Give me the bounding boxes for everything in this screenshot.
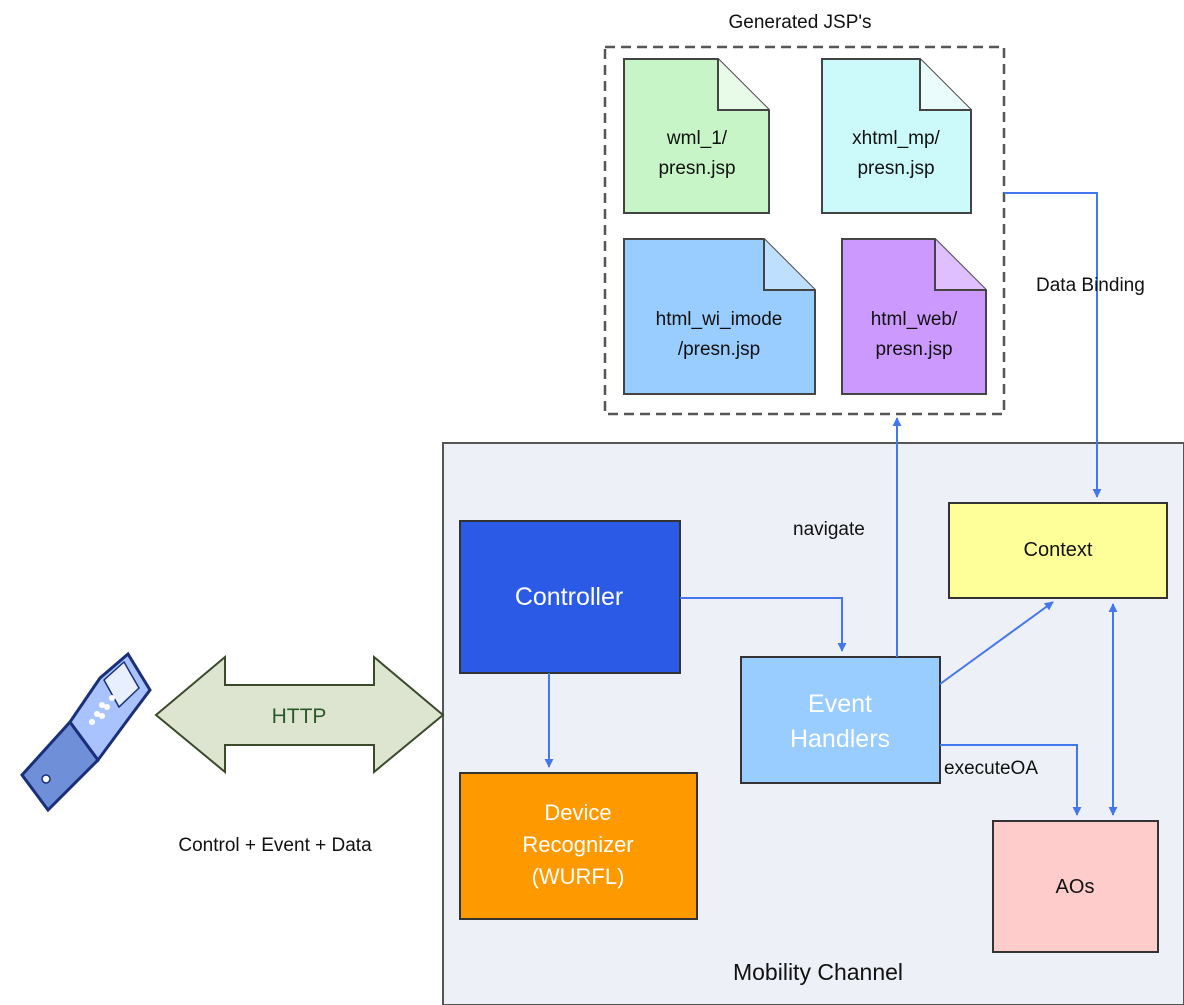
edge-databinding <box>1004 192 1102 498</box>
executeoa-label: executeOA <box>944 758 1038 779</box>
file-web-presn: html_web/ presn.jsp <box>841 238 987 395</box>
edge-controller-to-handlers <box>680 597 847 652</box>
controller-label: Controller <box>515 583 623 611</box>
file-wml-line1: wml_1/ <box>666 128 728 149</box>
file-wml-presn: wml_1/ presn.jsp <box>623 58 770 214</box>
generated-jsps-group <box>603 45 1006 416</box>
file-wml-line2: presn.jsp <box>658 158 735 179</box>
file-imode-presn: html_wi_imode /presn.jsp <box>623 238 816 395</box>
event-handlers-line1: Event <box>808 690 872 718</box>
file-web-line1: html_web/ <box>871 309 958 330</box>
file-xhtml-presn: xhtml_mp/ presn.jsp <box>821 58 972 214</box>
navigate-label: navigate <box>793 519 865 540</box>
mobility-channel-label: Mobility Channel <box>733 959 903 985</box>
edge-handlers-to-context <box>939 601 1054 685</box>
event-handlers-node: Event Handlers <box>740 656 941 784</box>
data-binding-label: Data Binding <box>1036 275 1145 296</box>
device-recognizer-line3: (WURFL) <box>532 864 625 889</box>
controller-node: Controller <box>459 520 681 674</box>
context-label: Context <box>1024 539 1093 561</box>
http-arrow: HTTP <box>154 654 445 775</box>
generated-jsps-title: Generated JSP's <box>728 12 871 33</box>
file-xhtml-line1: xhtml_mp/ <box>852 128 940 149</box>
device-recognizer-node: Device Recognizer (WURFL) <box>459 772 698 920</box>
file-xhtml-line2: presn.jsp <box>857 158 934 179</box>
mobile-phone-icon <box>20 651 152 813</box>
aos-label: AOs <box>1056 876 1095 898</box>
file-web-line2: presn.jsp <box>875 339 952 360</box>
device-recognizer-line2: Recognizer <box>522 832 633 857</box>
context-node: Context <box>948 502 1168 599</box>
http-caption: Control + Event + Data <box>178 835 372 856</box>
device-recognizer-line1: Device <box>544 800 611 825</box>
file-imode-line2: /presn.jsp <box>678 339 760 360</box>
http-label: HTTP <box>272 705 327 728</box>
event-handlers-line2: Handlers <box>790 725 890 753</box>
file-imode-line1: html_wi_imode <box>656 309 783 330</box>
aos-node: AOs <box>992 820 1159 953</box>
edges <box>544 192 1118 816</box>
edge-executeoa <box>940 744 1082 816</box>
